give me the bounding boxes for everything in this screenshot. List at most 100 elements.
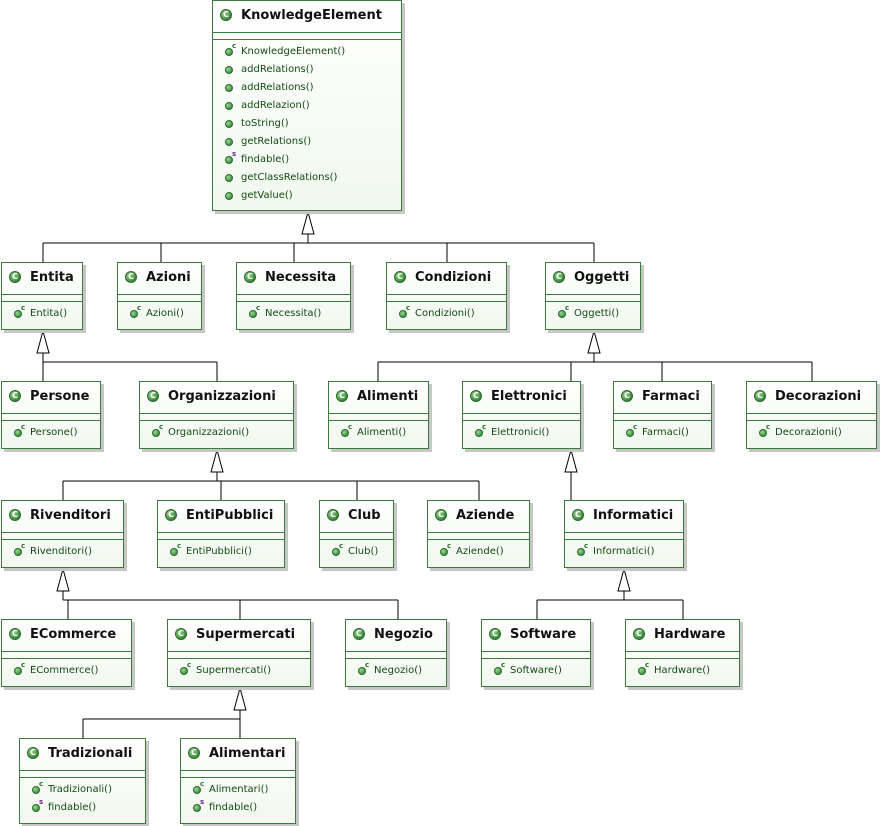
method-row[interactable]: addRelations() [213,79,401,97]
method-name: addRelations() [241,82,314,93]
attribute-compartment [2,414,100,421]
method-name: ECommerce() [30,665,99,676]
class-name: Alimentari [209,746,286,761]
class-name: Tradizionali [48,746,133,761]
class-icon: C [165,509,177,521]
generalization-arrowhead [36,329,50,354]
class-name: EntiPubblici [186,508,274,523]
method-row[interactable]: s findable() [20,798,145,817]
method-row[interactable]: toString() [213,115,401,133]
public-method-icon [225,174,233,182]
public-method-icon [225,138,233,146]
method-name: Tradizionali() [48,784,112,795]
generalization-arrowhead [233,686,247,711]
method-name: Software() [510,665,562,676]
method-row[interactable]: getRelations() [213,133,401,151]
method-name: Hardware() [654,665,711,676]
attribute-compartment [237,295,350,302]
class-icon: C [489,628,501,640]
attribute-compartment [614,414,711,421]
method-row[interactable]: getClassRelations() [213,169,401,187]
method-row[interactable]: addRelations() [213,61,401,79]
constructor-icon [358,667,366,675]
constructor-icon [558,310,566,318]
public-method-icon [225,84,233,92]
class-icon: C [435,509,447,521]
class-icon: C [125,271,137,283]
static-marker: s [39,798,44,806]
class-name: Oggetti [574,270,630,285]
method-row[interactable]: addRelazion() [213,97,401,115]
attribute-compartment [213,33,401,40]
method-row[interactable]: getValue() [213,187,401,205]
constructor-marker: c [348,423,353,431]
attribute-compartment [428,533,529,540]
class-icon: C [9,271,21,283]
generalization-arrowhead [301,210,315,235]
attribute-compartment [2,533,123,540]
method-name: findable() [48,802,97,813]
